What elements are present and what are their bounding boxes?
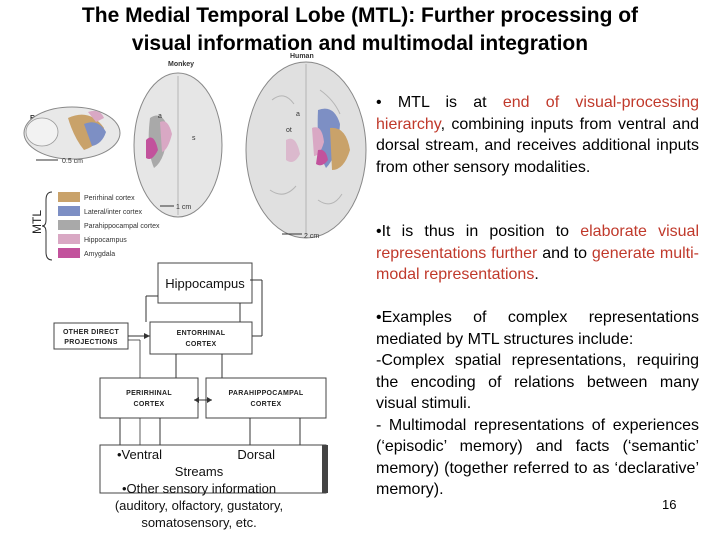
other-direct-projections-box xyxy=(53,322,129,350)
slide-title: The Medial Temporal Lobe (MTL): Further … xyxy=(0,2,720,58)
inputs-modalities: (auditory, olfactory, gustatory, xyxy=(114,498,284,513)
legend-swatch-lateral xyxy=(58,206,80,216)
region-legend: Perirhinal cortex Lateral/inter cortex P… xyxy=(58,192,160,258)
parahippocampal-line2: CORTEX xyxy=(251,401,282,408)
mtl-label: MTL xyxy=(30,210,44,234)
bullet-2-highlight-1: elaborate visual representations further xyxy=(376,223,700,262)
title-line-1: The Medial Temporal Lobe (MTL): Further … xyxy=(81,4,639,27)
other-direct-line2: PROJECTIONS xyxy=(64,339,118,346)
human-scale-label: 2 cm xyxy=(304,233,319,240)
bullet-2-highlight-2: generate multi-modal representations xyxy=(376,244,700,284)
legend-swatch-perirhinal xyxy=(58,192,80,202)
inputs-modalities-2: somatosensory, etc. xyxy=(141,515,257,530)
mtl-brace xyxy=(41,191,53,261)
bullet-3: •Examples of complex representations med… xyxy=(376,307,699,501)
perirhinal-line2: CORTEX xyxy=(134,401,165,408)
inputs-other-sensory: •Other sensory information xyxy=(121,481,277,496)
entorhinal-line2: CORTEX xyxy=(186,341,217,348)
human-letter-a: a xyxy=(296,111,300,118)
parahippocampal-cortex-box xyxy=(205,377,327,419)
legend-label-lateral: Lateral/inter cortex xyxy=(84,209,142,216)
other-direct-line1: OTHER DIRECT xyxy=(63,329,120,336)
bullet-1-text-b: , combining inputs from ventral and dors… xyxy=(376,115,699,176)
bullet-3-intro: •Examples of complex representations med… xyxy=(376,309,699,348)
legend-label-perirhinal: Perirhinal cortex xyxy=(84,195,135,202)
legend-label-hippocampus: Hippocampus xyxy=(84,237,127,244)
bullet-2: •It is thus in position to elaborate vis… xyxy=(376,221,699,286)
inputs-box: •Ventral Dorsal Streams •Other sensory i… xyxy=(101,446,297,536)
entorhinal-line1: ENTORHINAL xyxy=(177,330,226,337)
title-line-2: visual information and multimodal integr… xyxy=(131,32,589,55)
legend-swatch-amygdala xyxy=(58,248,80,258)
perirhinal-line1: PERIRHINAL xyxy=(126,390,172,397)
inputs-dorsal: Dorsal xyxy=(237,447,275,462)
entorhinal-cortex-box xyxy=(149,321,253,355)
bullet-1: • MTL is at end of visual-processing hie… xyxy=(376,92,699,178)
legend-label-parahippocampal: Parahippocampal cortex xyxy=(84,223,160,230)
monkey-scale-label: 1 cm xyxy=(176,204,191,211)
inputs-ventral: •Ventral xyxy=(117,447,163,462)
rat-brain: 0.5 cm xyxy=(23,106,121,165)
monkey-letter-a: a xyxy=(158,113,162,120)
legend-label-amygdala: Amygdala xyxy=(84,251,115,258)
perirhinal-cortex-box xyxy=(99,377,199,419)
bullet-2-text-b: and to xyxy=(537,244,592,262)
monkey-brain: a s 1 cm xyxy=(133,72,223,218)
inputs-row-streams: •Ventral Dorsal xyxy=(101,446,297,463)
human-letter-ot: ot xyxy=(286,127,292,134)
bullet-2-text-a: •It is thus in position to xyxy=(376,223,581,240)
human-brain: a ot 2 cm xyxy=(245,61,367,240)
bullet-2-text-c: . xyxy=(534,266,539,283)
mtl-brain-figure: Rat Monkey Human 0.5 cm a s 1 cm a ot xyxy=(23,53,367,261)
inputs-streams: Streams xyxy=(174,464,224,479)
human-label: Human xyxy=(290,53,314,60)
bullet-1-highlight: end of visual-processing hierarchy xyxy=(376,94,700,133)
monkey-letter-s: s xyxy=(192,135,196,142)
bullet-1-text-a: • MTL is at xyxy=(376,94,503,111)
monkey-label: Monkey xyxy=(168,61,194,68)
legend-swatch-parahippocampal xyxy=(58,220,80,230)
rat-scale-label: 0.5 cm xyxy=(62,158,83,165)
parahippocampal-line1: PARAHIPPOCAMPAL xyxy=(228,390,303,397)
page-number: 16 xyxy=(662,497,677,512)
legend-swatch-hippocampus xyxy=(58,234,80,244)
bullet-3-spatial: -Complex spatial representations, requir… xyxy=(376,352,699,412)
bullet-3-multimodal: - Multimodal representations of experien… xyxy=(376,416,699,499)
